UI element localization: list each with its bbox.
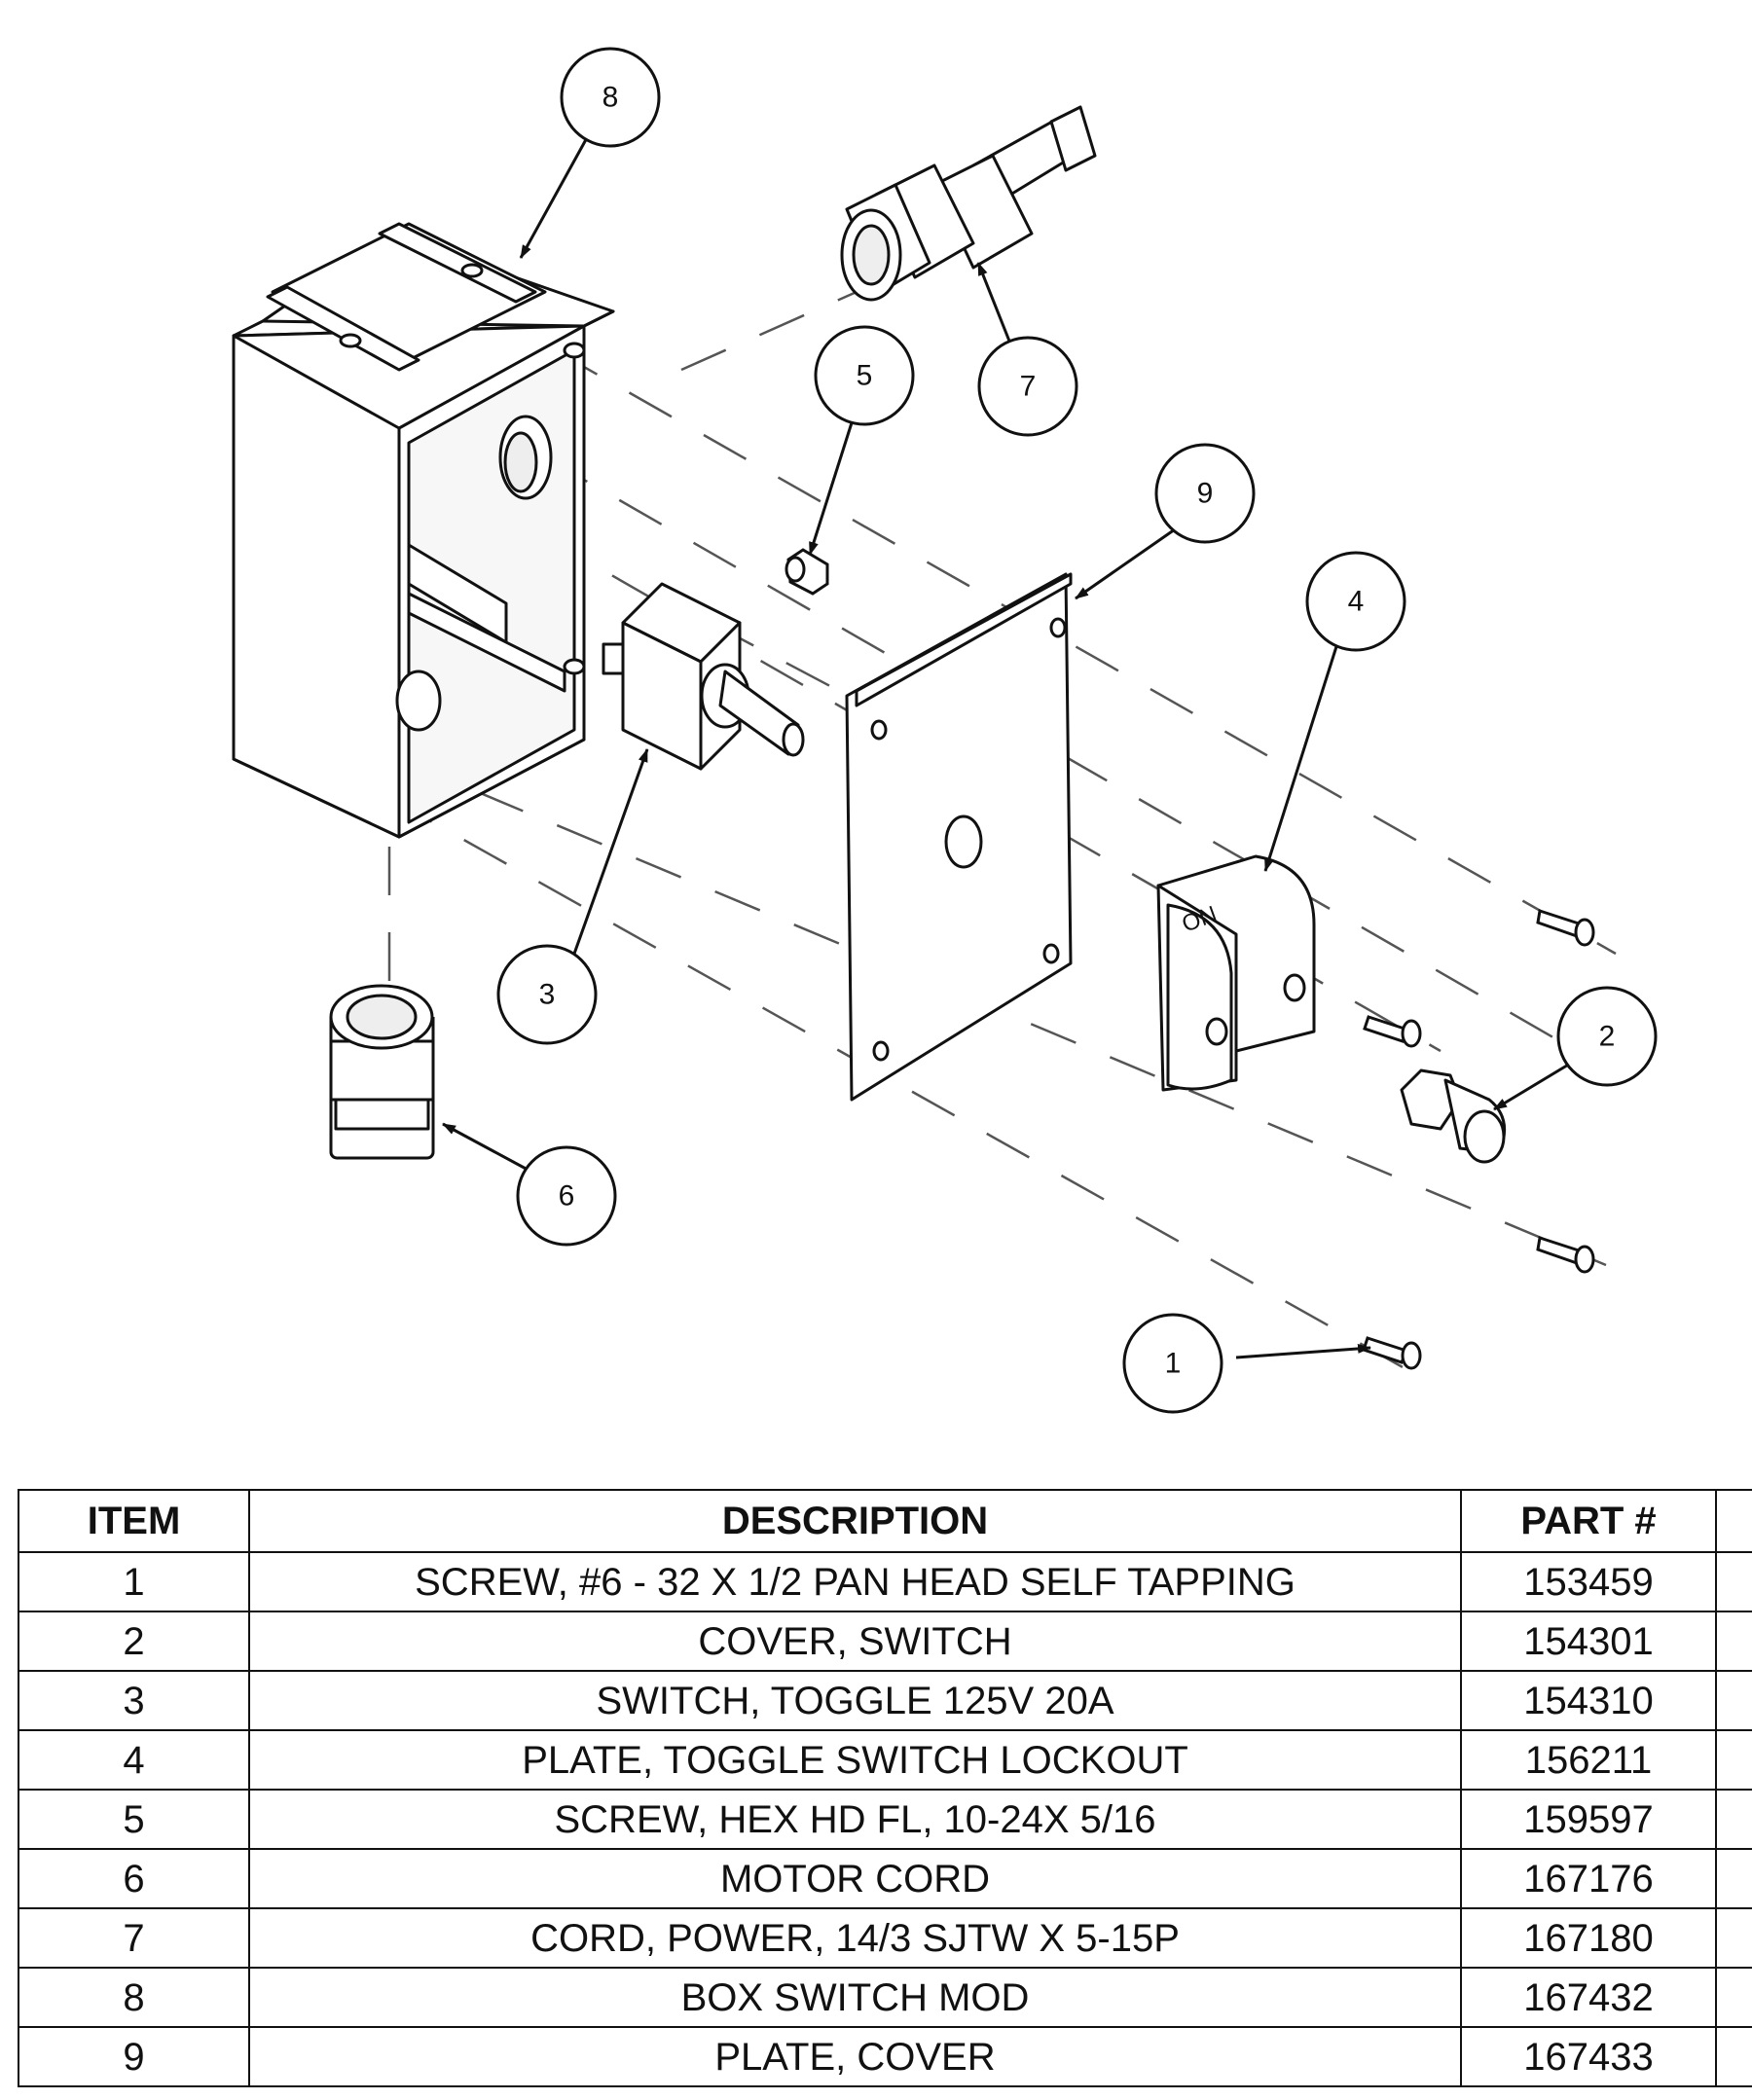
table-row: 1 SCREW, #6 - 32 X 1/2 PAN HEAD SELF TAP… <box>18 1551 1752 1612</box>
table-row: 3 SWITCH, TOGGLE 125V 20A 154310 <box>18 1670 1752 1731</box>
header-item: ITEM <box>18 1489 250 1553</box>
box-switch-part <box>232 222 615 839</box>
part-number-cell: 167180 <box>1460 1907 1717 1969</box>
parts-list-header-row: ITEM DESCRIPTION PART # <box>18 1489 1752 1553</box>
hex-screw-part <box>785 548 829 596</box>
item-cell: 9 <box>18 2026 250 2087</box>
table-row: 6 MOTOR CORD 167176 <box>18 1848 1752 1909</box>
blank-cell <box>1715 1848 1752 1909</box>
part-number-cell: 156211 <box>1460 1729 1717 1791</box>
callout-balloon-6 <box>516 1145 617 1247</box>
part-number-cell: 154310 <box>1460 1670 1717 1731</box>
part-number-cell: 154301 <box>1460 1611 1717 1672</box>
callout-number-3: 3 <box>539 979 556 1011</box>
callout-number-2: 2 <box>1599 1021 1616 1053</box>
parts-list-table: ITEM DESCRIPTION PART # 1 SCREW, #6 - 32… <box>18 1489 1752 2087</box>
part-number-cell: 167432 <box>1460 1967 1717 2028</box>
callout-balloon-3 <box>496 944 598 1045</box>
callout-balloon-4 <box>1305 551 1406 652</box>
callout-number-5: 5 <box>857 360 873 392</box>
callout-balloon-9 <box>1154 443 1256 544</box>
item-cell: 1 <box>18 1551 250 1612</box>
callout-number-6: 6 <box>559 1180 575 1213</box>
header-description: DESCRIPTION <box>248 1489 1462 1553</box>
item-cell: 3 <box>18 1670 250 1731</box>
callout-balloon-7 <box>977 336 1078 437</box>
toggle-switch-part <box>602 582 805 771</box>
header-blank-cell <box>1715 1489 1752 1553</box>
switch-cover-part <box>1400 1068 1507 1164</box>
item-cell: 4 <box>18 1729 250 1791</box>
description-cell: PLATE, COVER <box>248 2026 1462 2087</box>
description-cell: BOX SWITCH MOD <box>248 1967 1462 2028</box>
callout-number-9: 9 <box>1197 478 1214 510</box>
blank-cell <box>1715 1907 1752 1969</box>
blank-cell <box>1715 1551 1752 1612</box>
callout-balloon-8 <box>560 47 661 148</box>
blank-cell <box>1715 1729 1752 1791</box>
callout-number-1: 1 <box>1165 1348 1182 1380</box>
callout-number-8: 8 <box>602 82 619 114</box>
item-cell: 5 <box>18 1789 250 1850</box>
description-cell: SCREW, #6 - 32 X 1/2 PAN HEAD SELF TAPPI… <box>248 1551 1462 1612</box>
part-number-cell: 159597 <box>1460 1789 1717 1850</box>
lockout-plate-part: ON <box>1156 854 1316 1092</box>
description-cell: PLATE, TOGGLE SWITCH LOCKOUT <box>248 1729 1462 1791</box>
description-cell: COVER, SWITCH <box>248 1611 1462 1672</box>
callout-balloon-5 <box>814 325 915 426</box>
motor-cord-gland-part <box>329 984 435 1160</box>
part-number-cell: 167433 <box>1460 2026 1717 2087</box>
part-number-cell: 153459 <box>1460 1551 1717 1612</box>
blank-cell <box>1715 1967 1752 2028</box>
blank-cell <box>1715 1611 1752 1672</box>
callout-number-7: 7 <box>1020 371 1037 403</box>
table-row: 7 CORD, POWER, 14/3 SJTW X 5-15P 167180 <box>18 1907 1752 1969</box>
table-row: 9 PLATE, COVER 167433 <box>18 2026 1752 2087</box>
callout-balloon-1 <box>1122 1313 1223 1414</box>
description-cell: MOTOR CORD <box>248 1848 1462 1909</box>
table-row: 4 PLATE, TOGGLE SWITCH LOCKOUT 156211 <box>18 1729 1752 1791</box>
table-row: 5 SCREW, HEX HD FL, 10-24X 5/16 159597 <box>18 1789 1752 1850</box>
item-cell: 6 <box>18 1848 250 1909</box>
cover-plate-part <box>845 572 1073 1102</box>
blank-cell <box>1715 1670 1752 1731</box>
description-cell: SWITCH, TOGGLE 125V 20A <box>248 1670 1462 1731</box>
blank-cell <box>1715 1789 1752 1850</box>
exploded-view-drawing: ON <box>232 47 1658 1414</box>
table-row: 2 COVER, SWITCH 154301 <box>18 1611 1752 1672</box>
header-part-number: PART # <box>1460 1489 1717 1553</box>
item-cell: 8 <box>18 1967 250 2028</box>
description-cell: CORD, POWER, 14/3 SJTW X 5-15P <box>248 1907 1462 1969</box>
table-row: 8 BOX SWITCH MOD 167432 <box>18 1967 1752 2028</box>
power-cord-part <box>840 105 1097 302</box>
description-cell: SCREW, HEX HD FL, 10-24X 5/16 <box>248 1789 1462 1850</box>
callout-leaders <box>442 133 1576 1359</box>
callout-balloon-2 <box>1556 986 1658 1087</box>
part-number-cell: 167176 <box>1460 1848 1717 1909</box>
item-cell: 2 <box>18 1611 250 1672</box>
callout-number-4: 4 <box>1348 586 1365 618</box>
blank-cell <box>1715 2026 1752 2087</box>
item-cell: 7 <box>18 1907 250 1969</box>
pan-head-screws <box>1362 909 1595 1370</box>
